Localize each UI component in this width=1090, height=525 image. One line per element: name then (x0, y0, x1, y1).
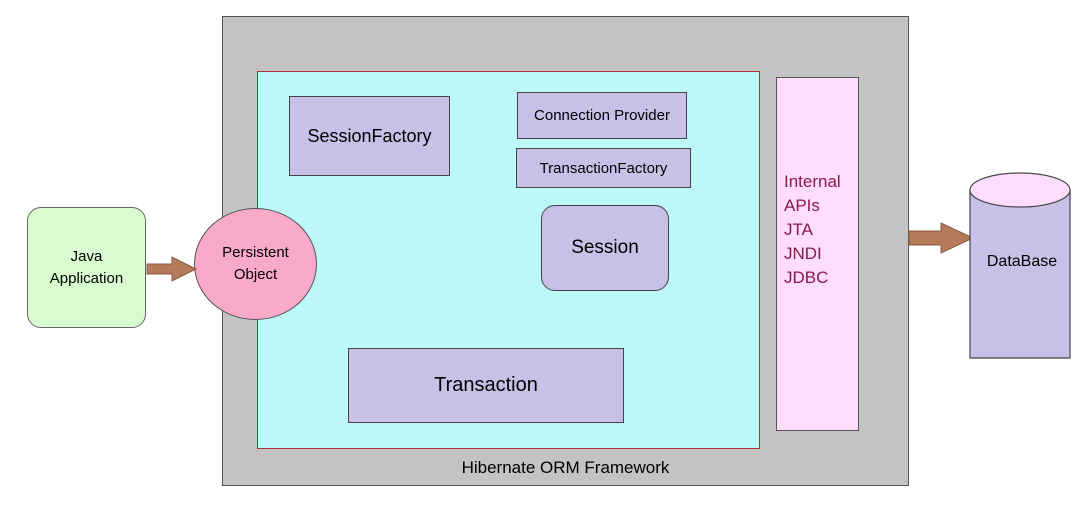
persistent-object-label-line1: Persistent (222, 244, 289, 261)
framework-label: Hibernate ORM Framework (461, 458, 670, 477)
arrow-java-to-persistent (146, 256, 198, 282)
java-application-box: Java Application (27, 207, 146, 328)
internal-api-item: APIs (784, 196, 820, 215)
database-cylinder-icon (969, 172, 1071, 359)
session-box: Session (541, 205, 669, 291)
java-application-label-line1: Java (70, 247, 103, 265)
database-label: DataBase (986, 253, 1058, 270)
transaction-factory-box: TransactionFactory (516, 148, 691, 188)
internal-api-item: JNDI (784, 244, 822, 263)
persistent-object-circle: Persistent Object (194, 208, 317, 320)
internal-api-item: JDBC (784, 268, 829, 287)
transaction-factory-label: TransactionFactory (539, 159, 668, 177)
java-application-label-line2: Application (49, 269, 124, 287)
session-label: Session (571, 237, 639, 258)
internal-api-item: Internal (784, 172, 841, 191)
internal-api-item: JTA (784, 220, 813, 239)
session-factory-box: SessionFactory (289, 96, 450, 176)
connection-provider-box: Connection Provider (517, 92, 687, 139)
transaction-box: Transaction (348, 348, 624, 423)
connection-provider-label: Connection Provider (534, 107, 670, 124)
session-factory-label: SessionFactory (307, 125, 432, 146)
internal-apis-box: Internal APIs JTA JNDI JDBC (776, 77, 859, 431)
arrow-framework-to-database (908, 222, 975, 254)
transaction-label: Transaction (434, 374, 538, 396)
persistent-object-label-line2: Object (233, 266, 278, 283)
